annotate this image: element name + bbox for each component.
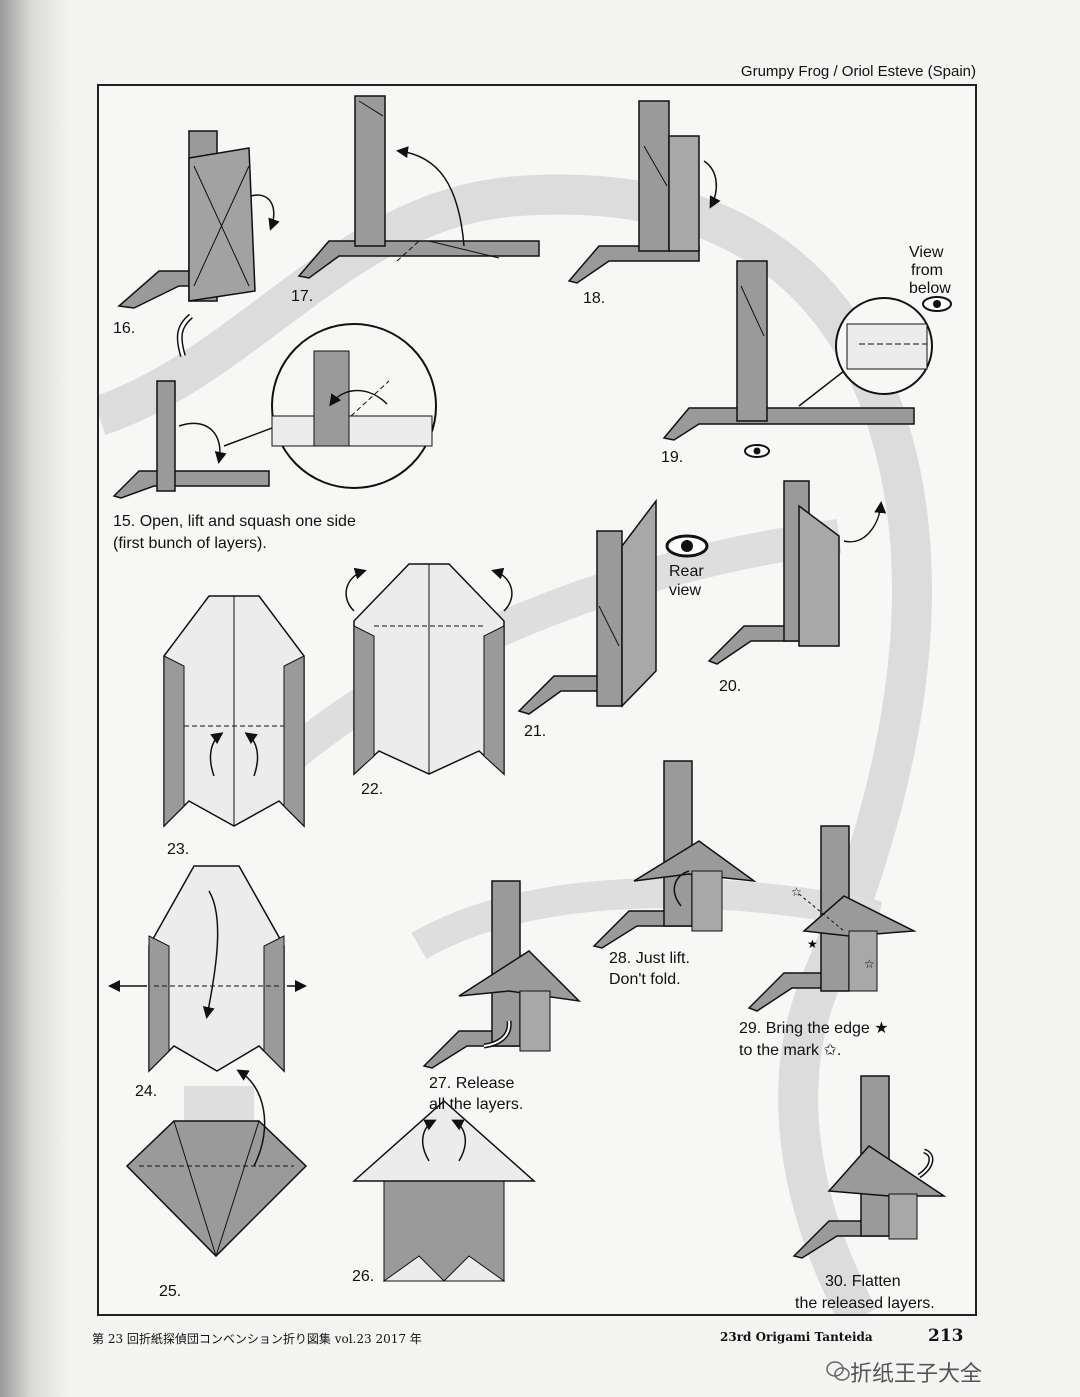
- step-26-diagram: [352, 1099, 536, 1282]
- step-19-diagram: [662, 260, 952, 458]
- step-19-view-label-2: from: [911, 262, 943, 279]
- step-29-label-2: to the mark ✩.: [739, 1042, 842, 1059]
- step-15-label: 15. Open, lift and squash one side: [113, 513, 356, 530]
- step-21-diagram: [517, 498, 709, 715]
- step-16-diagram: [117, 130, 280, 357]
- diagram-canvas: ☆ ★ ☆: [99, 95, 952, 1314]
- step-15-label-2: (first bunch of layers).: [113, 535, 267, 552]
- step-24-label: 24.: [135, 1083, 158, 1100]
- step-20-diagram: [707, 480, 887, 665]
- step-16-label: 16.: [113, 320, 136, 337]
- step-21-rear-label-1: Rear: [669, 563, 704, 580]
- step-22-diagram: [345, 563, 513, 776]
- step-28-label: 28. Just lift.: [609, 950, 690, 967]
- page-binding-shadow: [0, 0, 70, 1397]
- step-23-diagram: [163, 595, 305, 828]
- step-21-rear-label-2: view: [669, 582, 702, 599]
- wechat-icon: [826, 1361, 850, 1381]
- step-28-label-2: Don't fold.: [609, 971, 681, 988]
- step-20-label: 20.: [719, 678, 742, 695]
- step-19-view-label-3: below: [909, 280, 951, 297]
- watermark-text: 折纸王子大全: [850, 1361, 983, 1386]
- step-23-label: 23.: [167, 841, 190, 858]
- svg-text:★: ★: [807, 937, 818, 951]
- step-27-label-2: all the layers.: [429, 1096, 524, 1113]
- background-swirl-2: [267, 519, 842, 779]
- step-29-label: 29. Bring the edge ★: [739, 1020, 889, 1037]
- diagram-frame: ☆ ★ ☆ 16. 17. 18. 19. View from below 15…: [97, 84, 977, 1316]
- step-15-diagram: [112, 323, 437, 499]
- footer-left-text: 第 23 回折紙探偵団コンベンション折り図集 vol.23 2017 年: [92, 1332, 422, 1346]
- step-18-label: 18.: [583, 290, 606, 307]
- step-25-diagram: [125, 1069, 308, 1258]
- footer-right-text: 23rd Origami Tanteida: [720, 1330, 873, 1344]
- step-19-label: 19.: [661, 449, 684, 466]
- step-18-diagram: [567, 100, 721, 284]
- step-27-label: 27. Release: [429, 1075, 515, 1092]
- step-25-label: 25.: [159, 1283, 182, 1300]
- step-17-label: 17.: [291, 288, 314, 305]
- page-number: 213: [928, 1326, 964, 1346]
- step-24-diagram: [108, 865, 307, 1073]
- svg-text:☆: ☆: [791, 885, 802, 899]
- step-27-diagram: [422, 880, 582, 1069]
- background-swirl-3: [411, 878, 883, 960]
- step-29-diagram: ☆ ★ ☆: [747, 825, 917, 1012]
- svg-text:☆: ☆: [864, 957, 875, 971]
- step-21-label: 21.: [524, 723, 547, 740]
- step-28-diagram: [592, 760, 757, 949]
- step-30-label-2: the released layers.: [795, 1295, 935, 1312]
- step-22-label: 22.: [361, 781, 384, 798]
- step-26-label: 26.: [352, 1268, 375, 1285]
- step-30-diagram: [792, 1075, 947, 1259]
- page-header-title: Grumpy Frog / Oriol Esteve (Spain): [740, 63, 976, 80]
- step-19-view-label-1: View: [909, 244, 944, 261]
- step-30-label: 30. Flatten: [825, 1273, 901, 1290]
- step-17-diagram: [297, 95, 540, 279]
